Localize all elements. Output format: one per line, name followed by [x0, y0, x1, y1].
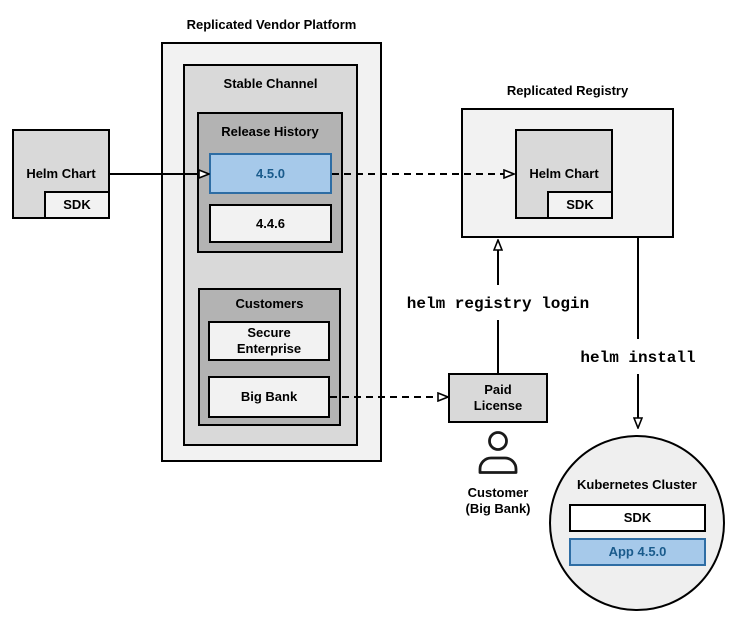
release-item-446: 4.4.6	[209, 204, 332, 243]
release-450-label: 4.5.0	[256, 165, 285, 181]
vendor-platform-title: Replicated Vendor Platform	[186, 17, 357, 32]
registry-helm-chart-label: Helm Chart	[529, 166, 599, 181]
source-sdk-label: SDK	[63, 197, 91, 213]
big-bank-label: Big Bank	[240, 389, 298, 405]
cluster-app-label: App 4.5.0	[608, 544, 667, 560]
source-sdk-box: SDK	[44, 191, 110, 219]
command-registry-login: helm registry login	[406, 295, 590, 313]
person-icon	[478, 431, 518, 474]
stable-channel-label: Stable Channel	[223, 76, 318, 91]
cluster-sdk-box: SDK	[569, 504, 706, 532]
registry-sdk-label: SDK	[566, 197, 594, 213]
registry-sdk-box: SDK	[547, 191, 613, 219]
release-item-450: 4.5.0	[209, 153, 332, 194]
customer-caption: Customer (Big Bank)	[428, 485, 568, 517]
cluster-sdk-label: SDK	[623, 510, 652, 526]
customer-caption-line1: Customer	[467, 485, 529, 500]
release-446-label: 4.4.6	[256, 215, 285, 231]
paid-license-box: Paid License	[448, 373, 548, 423]
customer-item-secure-enterprise: Secure Enterprise	[208, 321, 330, 361]
cluster-app-box: App 4.5.0	[569, 538, 706, 566]
command-helm-install: helm install	[580, 349, 696, 367]
customers-label: Customers	[235, 296, 304, 311]
customer-item-big-bank: Big Bank	[208, 376, 330, 418]
registry-title: Replicated Registry	[506, 83, 629, 98]
paid-license-label: Paid License	[473, 382, 523, 413]
customer-caption-line2: (Big Bank)	[465, 501, 531, 516]
source-helm-chart-label: Helm Chart	[26, 166, 96, 181]
kubernetes-cluster-label: Kubernetes Cluster	[577, 477, 697, 492]
secure-enterprise-label: Secure Enterprise	[236, 325, 302, 356]
release-history-label: Release History	[221, 124, 319, 139]
